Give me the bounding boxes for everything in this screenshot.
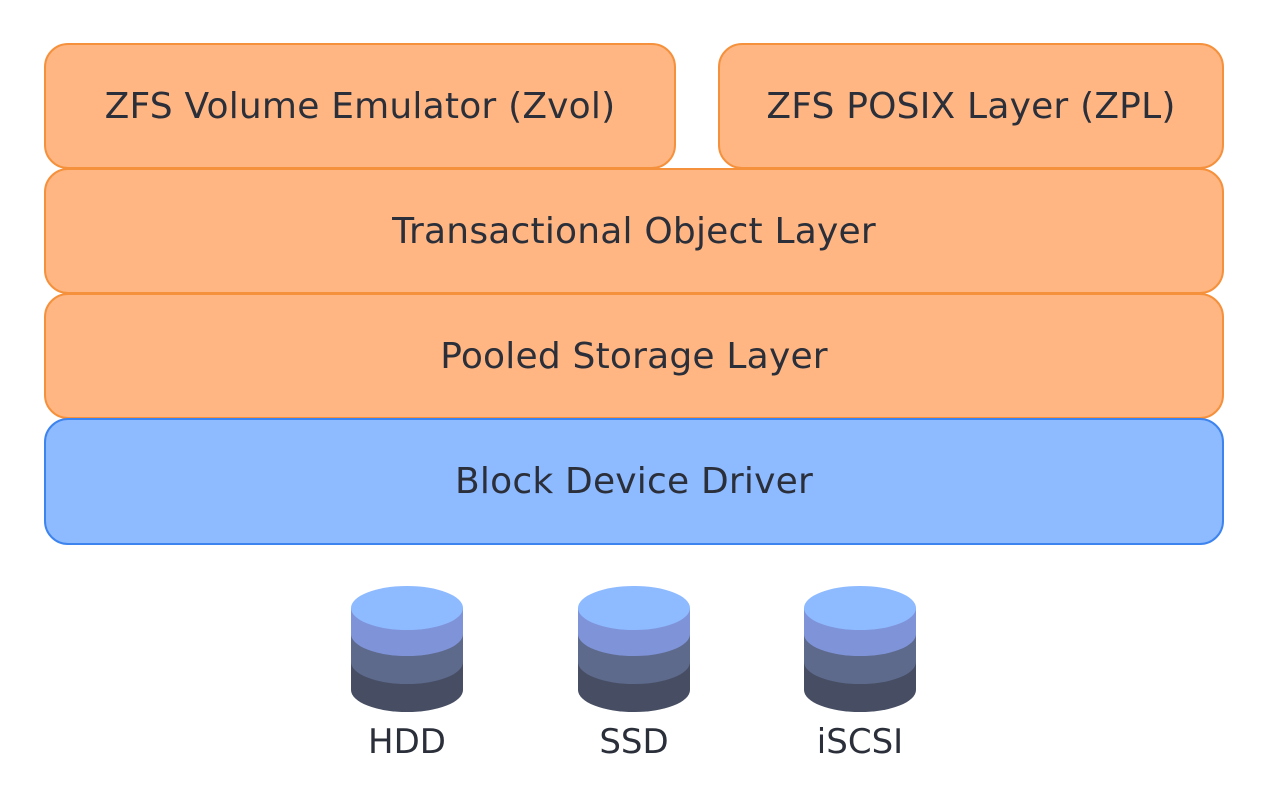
block-device-driver-label: Block Device Driver	[455, 461, 813, 502]
zpl-layer-label: ZFS POSIX Layer (ZPL)	[766, 85, 1176, 127]
zpl-layer: ZFS POSIX Layer (ZPL)	[718, 43, 1224, 169]
zvol-layer: ZFS Volume Emulator (Zvol)	[44, 43, 676, 169]
iscsi-database-icon	[804, 586, 916, 712]
transactional-object-layer-label: Transactional Object Layer	[392, 210, 876, 252]
transactional-object-layer: Transactional Object Layer	[44, 168, 1224, 294]
zvol-layer-label: ZFS Volume Emulator (Zvol)	[104, 85, 616, 127]
device-label-ssd: SSD	[599, 722, 669, 762]
pooled-storage-layer: Pooled Storage Layer	[44, 293, 1224, 419]
device-label-hdd: HDD	[368, 722, 446, 762]
device-label-iscsi: iSCSI	[816, 722, 904, 762]
hdd-database-icon	[351, 586, 463, 712]
pooled-storage-layer-label: Pooled Storage Layer	[440, 335, 828, 377]
block-device-driver-layer: Block Device Driver	[44, 418, 1224, 545]
ssd-database-icon	[578, 586, 690, 712]
